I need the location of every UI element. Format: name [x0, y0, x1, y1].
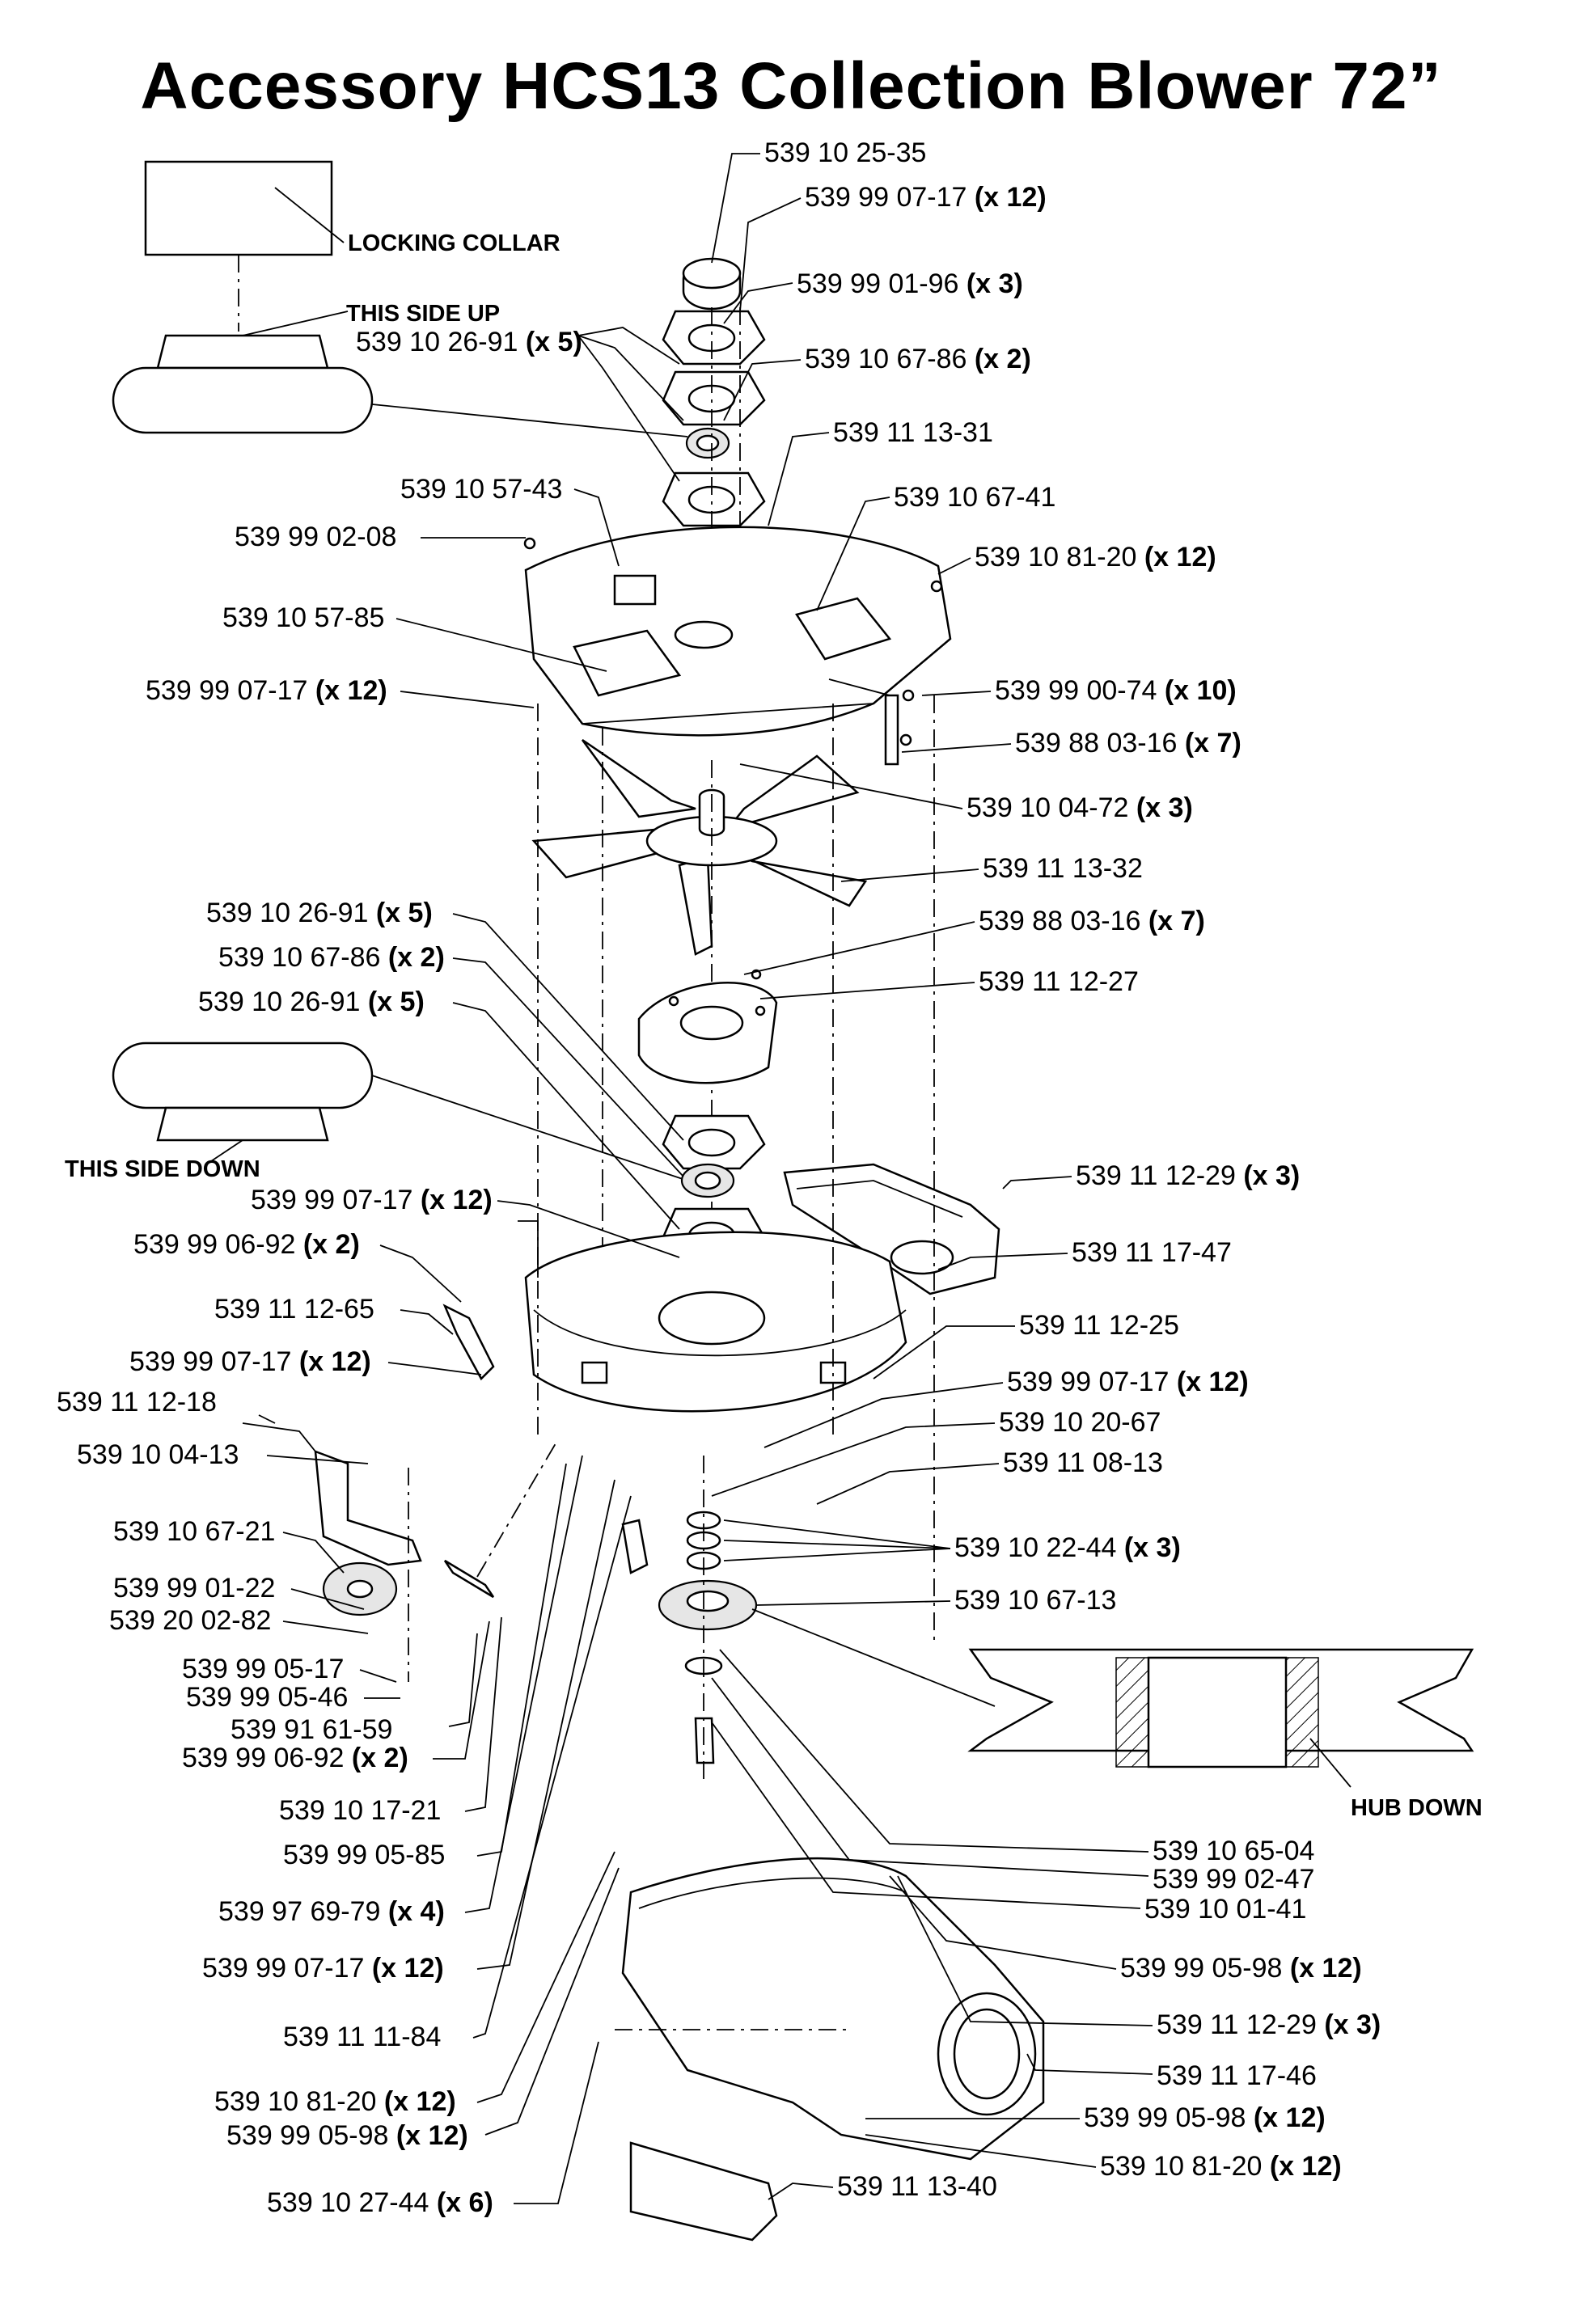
callout-label: 539 10 25-35 — [764, 137, 926, 168]
callout-label: 539 10 67-21 — [113, 1516, 275, 1547]
tube-top-drawing — [112, 311, 688, 437]
callout-label: 539 10 26-91 (x 5) — [198, 987, 425, 1017]
tube-bottom-drawing — [112, 1042, 688, 1181]
callout-label: 539 99 05-98 (x 12) — [1084, 2102, 1326, 2133]
callout-label: 539 11 12-25 — [1019, 1310, 1179, 1341]
callout-label: 539 99 07-17 (x 12) — [202, 1953, 444, 1984]
callout-label: 539 11 13-32 — [983, 853, 1143, 884]
callout-label: 539 11 12-18 — [57, 1387, 217, 1418]
callout-label: 539 10 81-20 (x 12) — [214, 2086, 456, 2117]
callout-label: 539 99 07-17 (x 12) — [146, 675, 387, 706]
callout-label: 539 10 26-91 (x 5) — [356, 327, 582, 357]
callout-label: 539 10 04-72 (x 3) — [967, 792, 1193, 823]
callout-label: 539 11 12-27 — [979, 966, 1139, 997]
callout-label: 539 10 67-86 (x 2) — [218, 942, 445, 973]
callout-label: 539 99 05-17 — [182, 1654, 344, 1684]
locking-collar-label: LOCKING COLLAR — [348, 230, 560, 256]
leader-lines — [258, 153, 1153, 2204]
callout-label: 539 91 61-59 — [231, 1714, 392, 1745]
callout-label: 539 11 13-31 — [833, 417, 993, 448]
callout-label: 539 10 57-85 — [222, 602, 384, 633]
callout-label: 539 11 12-29 (x 3) — [1157, 2009, 1381, 2040]
callout-label: 539 10 01-41 — [1144, 1894, 1306, 1925]
callout-label: 539 10 65-04 — [1153, 1836, 1314, 1866]
callout-label: 539 99 06-92 (x 2) — [133, 1229, 360, 1260]
callout-label: 539 10 04-13 — [77, 1439, 239, 1470]
callout-label: 539 88 03-16 (x 7) — [1015, 728, 1241, 758]
callout-label: 539 11 13-40 — [837, 2171, 997, 2202]
callout-label: 539 10 26-91 (x 5) — [206, 898, 433, 928]
callout-label: 539 11 12-65 — [214, 1294, 374, 1325]
callout-label: 539 11 17-46 — [1157, 2060, 1317, 2091]
page-title: Accessory HCS13 Collection Blower 72” — [140, 49, 1442, 123]
callout-label: 539 20 02-82 — [109, 1605, 271, 1636]
callout-label: 539 99 07-17 (x 12) — [251, 1185, 493, 1215]
callout-label: 539 99 05-98 (x 12) — [226, 2120, 468, 2151]
callout-label: 539 11 11-84 — [283, 2022, 441, 2052]
this-side-down-label: THIS SIDE DOWN — [65, 1156, 260, 1182]
callout-label: 539 99 00-74 (x 10) — [995, 675, 1237, 706]
bearing-plate-drawing — [637, 969, 778, 1084]
hub-down-label: HUB DOWN — [1351, 1795, 1483, 1821]
callout-label: 539 88 03-16 (x 7) — [979, 906, 1205, 936]
callout-label: 539 99 07-17 (x 12) — [1007, 1367, 1249, 1397]
pulley-cross-section-drawing — [967, 1648, 1474, 1788]
callout-label: 539 99 07-17 (x 12) — [805, 182, 1047, 213]
top-plate-drawing — [523, 526, 952, 766]
impeller-fan-drawing — [531, 738, 868, 1245]
callout-label: 539 10 67-13 — [954, 1585, 1116, 1616]
callout-label: 539 99 01-96 (x 3) — [797, 268, 1023, 299]
locking-collar-drawing — [144, 160, 333, 256]
blower-housing-drawing — [518, 695, 935, 1642]
callout-label: 539 99 07-17 (x 12) — [129, 1346, 371, 1377]
callout-label: 539 99 02-08 — [235, 522, 396, 552]
callout-label: 539 99 06-92 (x 2) — [182, 1743, 408, 1773]
callout-label: 539 99 05-46 — [186, 1682, 348, 1713]
callout-label: 539 11 12-29 (x 3) — [1076, 1160, 1300, 1191]
side-deflector-drawing — [783, 1163, 1000, 1295]
callout-label: 539 10 22-44 (x 3) — [954, 1532, 1181, 1563]
callout-label: 539 10 57-43 — [400, 474, 562, 505]
callout-label: 539 10 81-20 (x 12) — [975, 542, 1216, 573]
drive-pulley-drawing — [658, 1456, 996, 1779]
callout-label: 539 10 67-86 (x 2) — [805, 344, 1031, 374]
bearing-stack-top-drawing — [662, 257, 766, 639]
callout-label: 539 11 17-47 — [1072, 1237, 1232, 1268]
idler-arm-drawing — [242, 1304, 649, 1682]
callout-label: 539 99 05-98 (x 12) — [1120, 1953, 1362, 1984]
callout-label: 539 11 08-13 — [1003, 1447, 1163, 1478]
callout-label: 539 99 01-22 — [113, 1573, 275, 1604]
callout-label: 539 10 17-21 — [279, 1795, 441, 1826]
callout-label: 539 97 69-79 (x 4) — [218, 1896, 445, 1927]
callout-label: 539 10 67-41 — [894, 482, 1055, 513]
callout-label: 539 99 05-85 — [283, 1840, 445, 1870]
callout-label: 539 10 27-44 (x 6) — [267, 2187, 493, 2218]
callout-label: 539 10 81-20 (x 12) — [1100, 2151, 1342, 2182]
callout-label: 539 10 20-67 — [999, 1407, 1161, 1438]
this-side-up-label: THIS SIDE UP — [346, 301, 500, 327]
callout-label: 539 99 02-47 — [1153, 1864, 1314, 1895]
